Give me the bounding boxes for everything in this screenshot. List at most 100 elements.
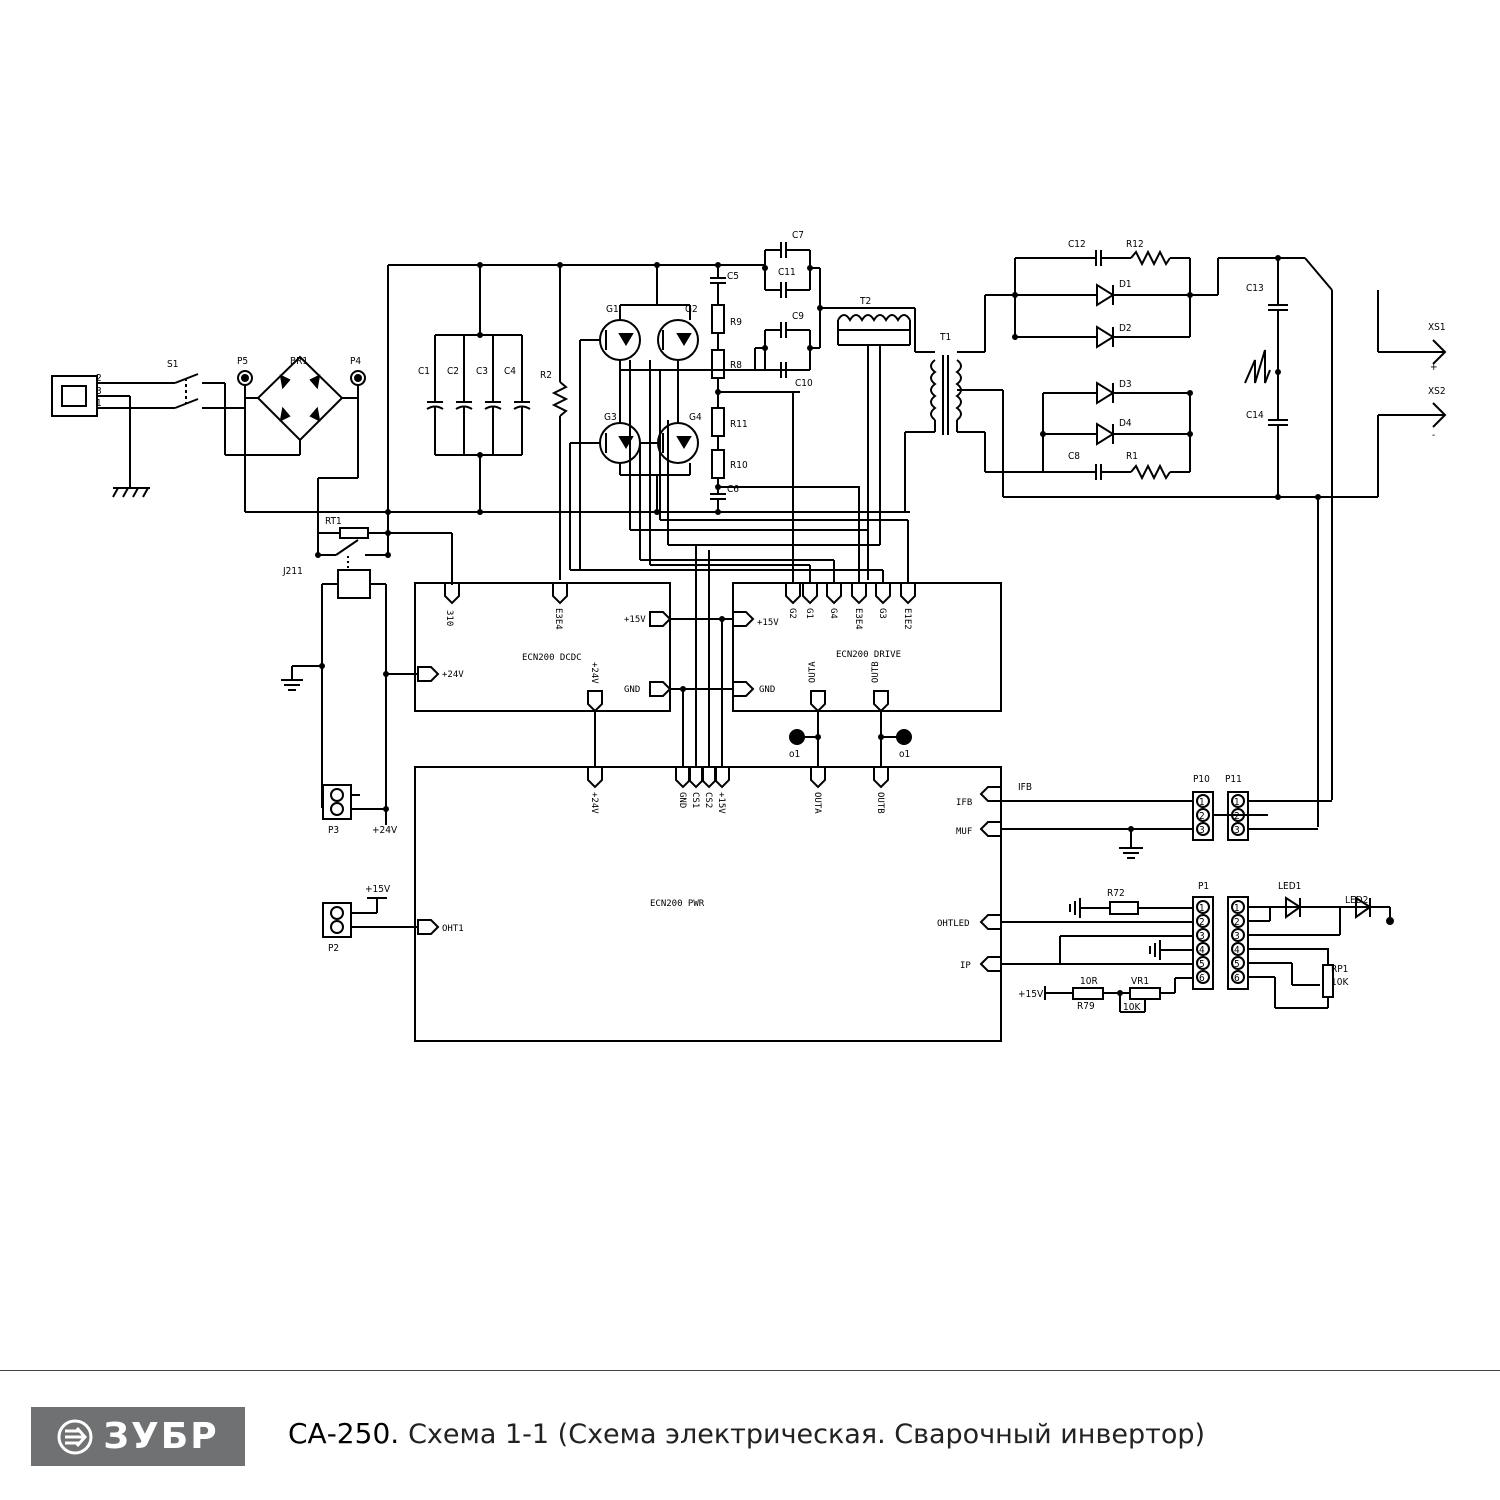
dcdc-pin-gnd: GND bbox=[624, 685, 640, 695]
page-caption: СА-250. Схема 1-1 (Схема электрическая. … bbox=[288, 1417, 1205, 1450]
label-c12: C12 bbox=[1068, 239, 1086, 250]
label-ob1: o1 bbox=[899, 749, 910, 760]
pwr-pin-cs1: CS1 bbox=[690, 792, 700, 808]
label-p11: P11 bbox=[1225, 774, 1242, 785]
label-r72: R72 bbox=[1107, 888, 1125, 899]
label-xs2: XS2 bbox=[1428, 386, 1446, 397]
drive-pin-gnd: GND bbox=[759, 685, 775, 695]
label-r11: R11 bbox=[730, 419, 748, 430]
label-rp1-value: 10K bbox=[1331, 977, 1349, 988]
p1-left-pin-2: 2 bbox=[1199, 917, 1205, 928]
label-rt1: RT1 bbox=[325, 516, 342, 527]
label-mains-pin-2: 2 bbox=[96, 373, 102, 384]
component-labels: S1 P5 BR1 P4 2 3 1 C1 C2 C3 C4 R2 G1 G2 … bbox=[96, 230, 1446, 1013]
p11-pin-2: 2 bbox=[1234, 811, 1240, 822]
label-mains-pin-3: 3 bbox=[96, 386, 102, 397]
drive-pin-g2: G2 bbox=[787, 608, 797, 619]
dcdc-block bbox=[414, 582, 671, 712]
t2-winding bbox=[837, 314, 911, 322]
label-led2: LED2 bbox=[1345, 895, 1368, 906]
pwr-pin-outb: OUTB bbox=[875, 792, 885, 814]
pwr-pin-cs2: CS2 bbox=[703, 792, 713, 808]
p10-pin-2: 2 bbox=[1199, 811, 1205, 822]
footer-divider bbox=[0, 1370, 1500, 1371]
p1-left-pin-6: 6 bbox=[1199, 973, 1205, 984]
label-o1: o1 bbox=[789, 749, 800, 760]
p1-left-pin-1: 1 bbox=[1199, 903, 1205, 914]
p11-pin-1: 1 bbox=[1234, 797, 1240, 808]
label-plus: + bbox=[1430, 362, 1438, 373]
pwr-pin-ip: IP bbox=[960, 961, 971, 971]
relay-coil bbox=[337, 569, 371, 599]
label-c8: C8 bbox=[1068, 451, 1080, 462]
label-p1-15v: +15V bbox=[1018, 989, 1044, 1000]
label-c10: C10 bbox=[795, 378, 813, 389]
label-xs1: XS1 bbox=[1428, 322, 1446, 333]
junctions bbox=[315, 255, 1321, 996]
dcdc-title: ECN200 DCDC bbox=[522, 653, 582, 663]
drive-pin-e1e2: E1E2 bbox=[902, 608, 912, 630]
label-t1: T1 bbox=[939, 332, 951, 343]
label-s1: S1 bbox=[167, 359, 178, 370]
drive-pin-outb: OUTB bbox=[871, 661, 881, 683]
pwr-title: ECN200 PWR bbox=[650, 899, 705, 909]
label-r1: R1 bbox=[1126, 451, 1138, 462]
brand-name: ЗУБР bbox=[103, 1416, 219, 1457]
label-t2: T2 bbox=[859, 296, 871, 307]
label-p2: P2 bbox=[328, 943, 339, 954]
label-p10: P10 bbox=[1193, 774, 1210, 785]
p10-pin-3: 3 bbox=[1199, 825, 1205, 836]
label-r9: R9 bbox=[730, 317, 742, 328]
p1-right-pin-2: 2 bbox=[1234, 917, 1240, 928]
p1-right-pin-5: 5 bbox=[1234, 959, 1240, 970]
mains-socket-icon bbox=[51, 375, 98, 417]
mains-socket-inner bbox=[61, 385, 87, 407]
t1-primary bbox=[930, 359, 937, 421]
label-c13: C13 bbox=[1246, 283, 1264, 294]
pwr-pin-ohtled: OHTLED bbox=[937, 919, 970, 929]
label-r79-value: 10R bbox=[1080, 976, 1098, 987]
label-p2-15v: +15V bbox=[365, 884, 391, 895]
drive-pin-e3e4: E3E4 bbox=[853, 608, 863, 630]
label-r8: R8 bbox=[730, 360, 742, 371]
label-minus: - bbox=[1432, 430, 1435, 441]
label-d2: D2 bbox=[1119, 323, 1132, 334]
label-d3: D3 bbox=[1119, 379, 1132, 390]
label-p5: P5 bbox=[237, 356, 248, 367]
label-c1: C1 bbox=[418, 366, 430, 377]
p1-right-pin-4: 4 bbox=[1234, 945, 1240, 956]
drive-pin-15v: +15V bbox=[757, 618, 779, 628]
dcdc-pin-15v: +15V bbox=[624, 615, 646, 625]
dcdc-pin-24v-out: +24V bbox=[589, 662, 599, 684]
label-c14: C14 bbox=[1246, 410, 1264, 421]
label-p1: P1 bbox=[1198, 881, 1209, 892]
label-g1: G1 bbox=[606, 304, 619, 315]
p1-pins-left bbox=[1196, 900, 1210, 984]
dcdc-pin-e3e4: E3E4 bbox=[553, 608, 563, 630]
label-c5: C5 bbox=[727, 271, 739, 282]
pwr-pin-ifb: IFB bbox=[956, 798, 972, 808]
label-p3: P3 bbox=[328, 825, 339, 836]
label-d1: D1 bbox=[1119, 279, 1132, 290]
label-p3-24v: +24V bbox=[372, 825, 398, 836]
label-rp1: RP1 bbox=[1331, 964, 1348, 975]
bridge-rectifier bbox=[256, 355, 344, 442]
label-g4: G4 bbox=[689, 412, 702, 423]
drive-pin-g4: G4 bbox=[828, 608, 838, 619]
block-labels: ECN200 DCDC ECN200 DRIVE ECN200 PWR +15V… bbox=[442, 608, 972, 971]
model-name: СА-250. bbox=[288, 1417, 400, 1450]
label-c11: C11 bbox=[778, 267, 796, 278]
label-d4: D4 bbox=[1119, 418, 1132, 429]
label-r79: R79 bbox=[1077, 1001, 1095, 1012]
p10-pin-1: 1 bbox=[1199, 797, 1205, 808]
pwr-pin-oht1: OHT1 bbox=[442, 924, 464, 934]
pwr-pin-15v: +15V bbox=[716, 792, 726, 814]
brand-logo: ЗУБР bbox=[31, 1407, 245, 1466]
capacitor-bank bbox=[426, 335, 531, 455]
dcdc-pin-310: 310 bbox=[444, 610, 454, 626]
label-g2: G2 bbox=[685, 304, 698, 315]
p11-pin-3: 3 bbox=[1234, 825, 1240, 836]
drive-pin-g1: G1 bbox=[804, 608, 814, 619]
p1-pins-right bbox=[1231, 900, 1245, 984]
p1-right-pin-6: 6 bbox=[1234, 973, 1240, 984]
